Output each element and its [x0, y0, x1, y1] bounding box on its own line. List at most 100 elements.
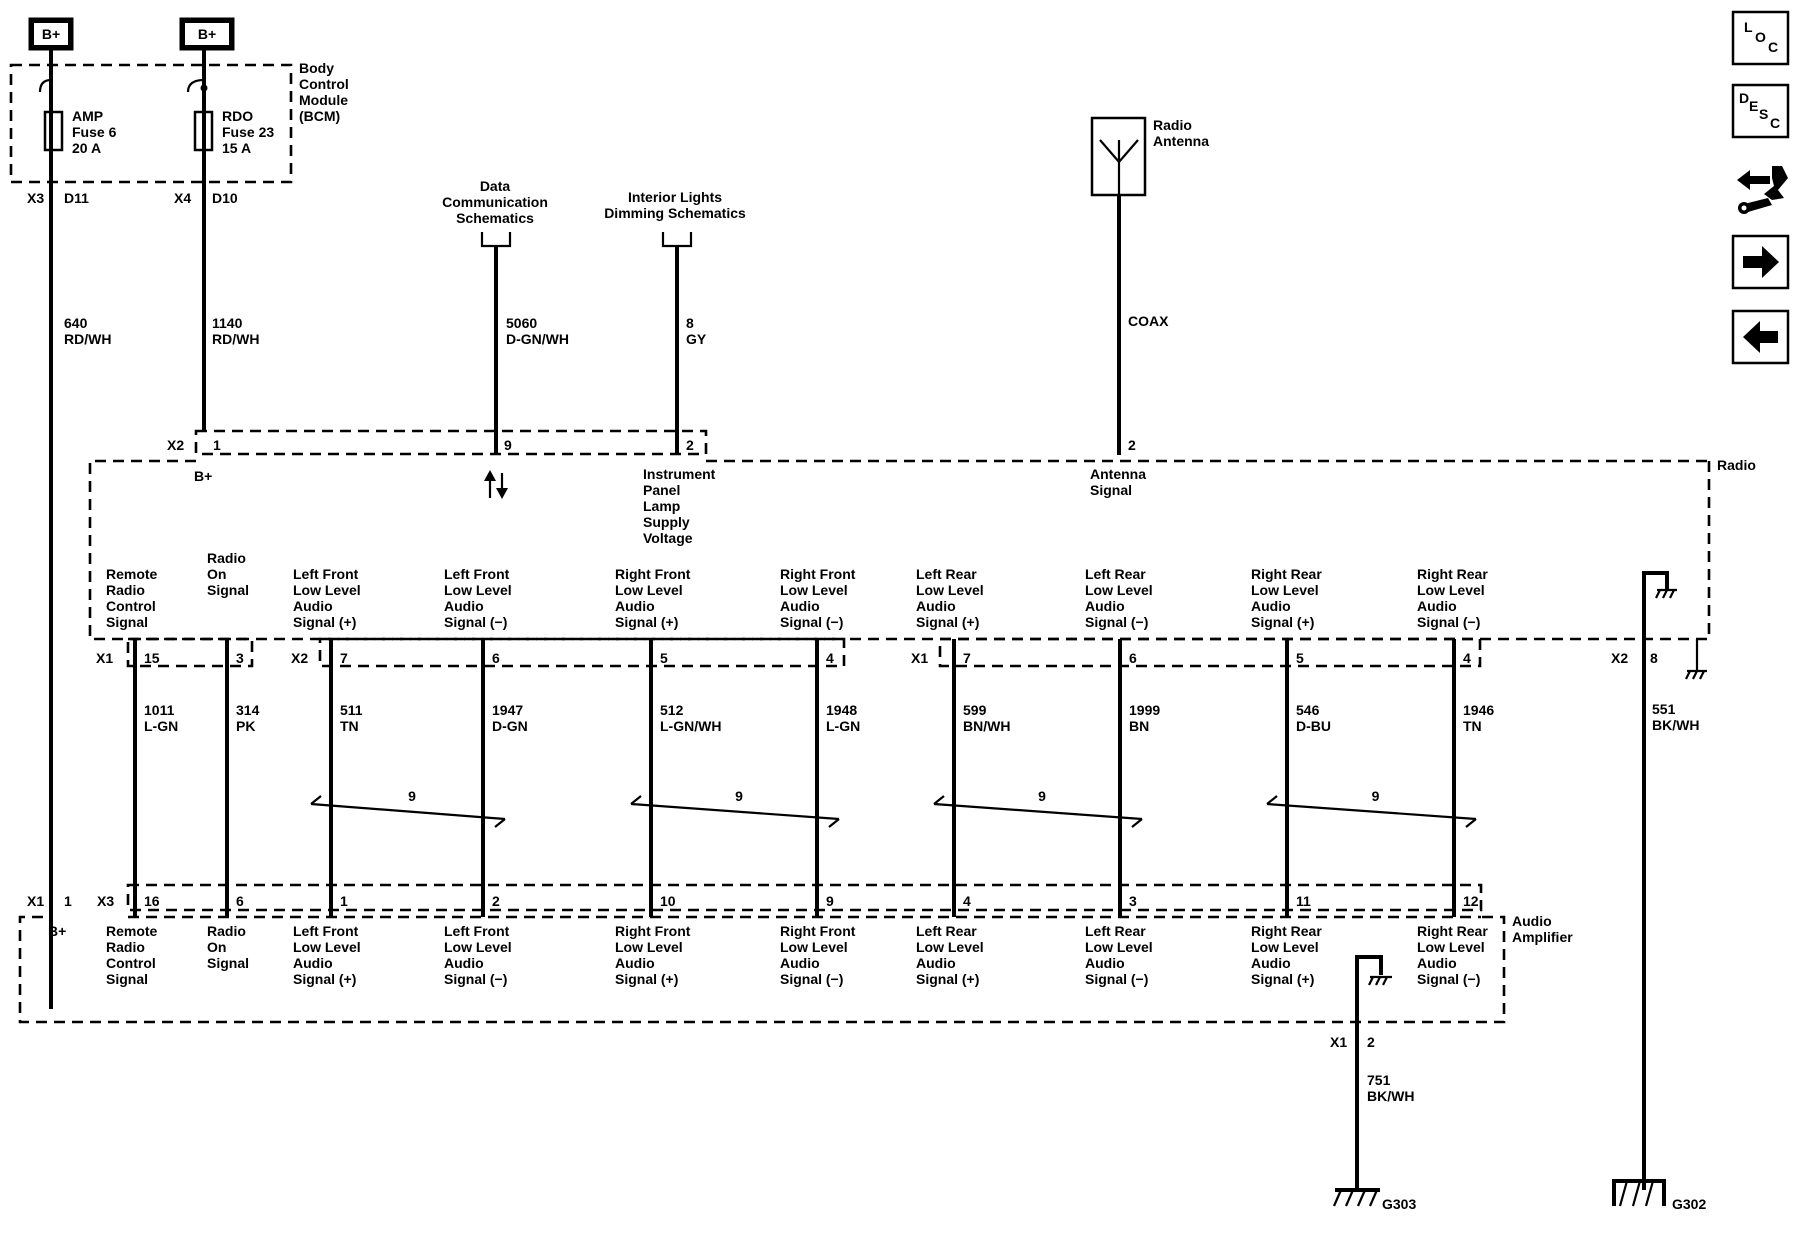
amplifier-dashed-border [18, 915, 1506, 1024]
radio-pin-label: Audio [615, 598, 655, 614]
amp-pin-label: Signal (+) [1251, 971, 1314, 987]
antenna-label: Antenna [1153, 133, 1209, 149]
radio-pin-label: Radio [106, 582, 145, 598]
wire-coax-label: COAX [1128, 313, 1169, 329]
amp-pin-label: Radio [207, 923, 246, 939]
radio-pin-label: Audio [1251, 598, 1291, 614]
wire-number: 546 [1296, 702, 1320, 718]
amp-pin-label: Left Rear [916, 923, 977, 939]
radio-x1-connector-a [126, 637, 254, 668]
fuse-rdo-text: 15 A [222, 140, 251, 156]
amp-pin-label: Audio [1251, 955, 1291, 971]
bcm-title-line: Control [299, 76, 349, 92]
amp-pin-label: Audio [444, 955, 484, 971]
radio-pin-label: Low Level [615, 582, 683, 598]
ground-g303-icon [1332, 1188, 1380, 1207]
radio-title: Radio [1717, 457, 1756, 473]
amp-pin-label: On [207, 939, 226, 955]
bcm-switch-left-icon [38, 78, 52, 93]
fuse-amp-text: Fuse 6 [72, 124, 117, 140]
amp-pin-label: Low Level [615, 939, 683, 955]
fuse-amp-text: AMP [72, 108, 103, 124]
radio-pin-label: Low Level [293, 582, 361, 598]
next-page-button[interactable] [1731, 234, 1790, 290]
radio-chassis-ground-icon [1655, 588, 1677, 599]
wire-color: D-GN [492, 718, 528, 734]
wire-number: 1947 [492, 702, 523, 718]
amp-pin-label: Right Rear [1417, 923, 1488, 939]
amp-pin-label: Signal (−) [1085, 971, 1148, 987]
previous-page-button[interactable] [1731, 309, 1790, 365]
fuse-amp-icon [43, 110, 64, 152]
arrow-left-icon [1743, 321, 1778, 353]
amp-pin-number: 2 [492, 893, 500, 909]
amp-pin-number: 10 [660, 893, 676, 909]
radio-pin-label: Signal (+) [916, 614, 979, 630]
wire-751-number: 751 [1367, 1072, 1391, 1088]
amp-pin-label: Low Level [293, 939, 361, 955]
desc-letter: C [1770, 115, 1780, 131]
reference-text: Interior Lights [628, 189, 722, 205]
radio-pin-label: Audio [780, 598, 820, 614]
radio-pin-2-antenna: 2 [1128, 437, 1136, 453]
loc-button[interactable]: L O C [1731, 10, 1790, 66]
amp-pin-label: Signal (−) [1417, 971, 1480, 987]
amp-pin-label: Left Front [293, 923, 359, 939]
desc-button[interactable]: D E S C [1731, 83, 1790, 139]
radio-pin-label: Signal (−) [780, 614, 843, 630]
radio-internal-label: Signal [1090, 482, 1132, 498]
radio-internal-label: Voltage [643, 530, 693, 546]
amp-chassis-ground-icon [1368, 975, 1392, 986]
connector-view-button[interactable] [1733, 158, 1790, 222]
bcm-title-line: Body [299, 60, 334, 76]
amp-pin-label: Low Level [444, 939, 512, 955]
radio-internal-label: Panel [643, 482, 680, 498]
radio-pin-label: Low Level [916, 582, 984, 598]
wire-color: TN [1463, 718, 1482, 734]
twisted-pair-icon: 9 [933, 788, 1143, 828]
reference-text: Dimming Schematics [604, 205, 746, 221]
amp-pin-label: Audio [293, 955, 333, 971]
bplus-badge-left: B+ [28, 17, 74, 51]
radio-x2-connector-box [194, 429, 708, 456]
wire-number: 512 [660, 702, 684, 718]
radio-x2-label: X2 [167, 437, 184, 453]
amp-pin-label: Audio [780, 955, 820, 971]
twist-count-label: 9 [408, 788, 416, 804]
amp-pin-label: Left Front [444, 923, 510, 939]
wire-1140-number: 1140 [212, 315, 243, 331]
amp-pin-number: 16 [144, 893, 160, 909]
wire-551-color: BK/WH [1652, 717, 1699, 733]
amp-pin-label: Low Level [1085, 939, 1153, 955]
bcm-switch-right-icon [186, 78, 205, 93]
loc-letter: C [1768, 39, 1778, 55]
antenna-label: Radio [1153, 117, 1192, 133]
signal-column: RemoteRadioControlSignal151011L-GN16Remo… [106, 566, 178, 987]
radio-internal-label: Instrument [643, 466, 716, 482]
radio-pin-label: On [207, 566, 226, 582]
radio-pin-label: Left Rear [1085, 566, 1146, 582]
radio-pin-9: 9 [504, 437, 512, 453]
amp-pin-number: 3 [1129, 893, 1137, 909]
amp-pin-label: Left Rear [1085, 923, 1146, 939]
wire-8-number: 8 [686, 315, 694, 331]
radio-pin-number: 7 [963, 650, 971, 666]
radio-pin-number: 4 [826, 650, 834, 666]
radio-x1-label: X1 [911, 650, 928, 666]
radio-pin-1: 1 [213, 437, 221, 453]
wire-1140-color: RD/WH [212, 331, 259, 347]
connector-x4-label: X4 [174, 190, 191, 206]
desc-letter: E [1749, 98, 1758, 114]
bplus-badge-right: B+ [179, 17, 235, 51]
twisted-pair-icon: 9 [310, 788, 506, 828]
amp-pin-label: Audio [916, 955, 956, 971]
radio-pin-label: Low Level [444, 582, 512, 598]
